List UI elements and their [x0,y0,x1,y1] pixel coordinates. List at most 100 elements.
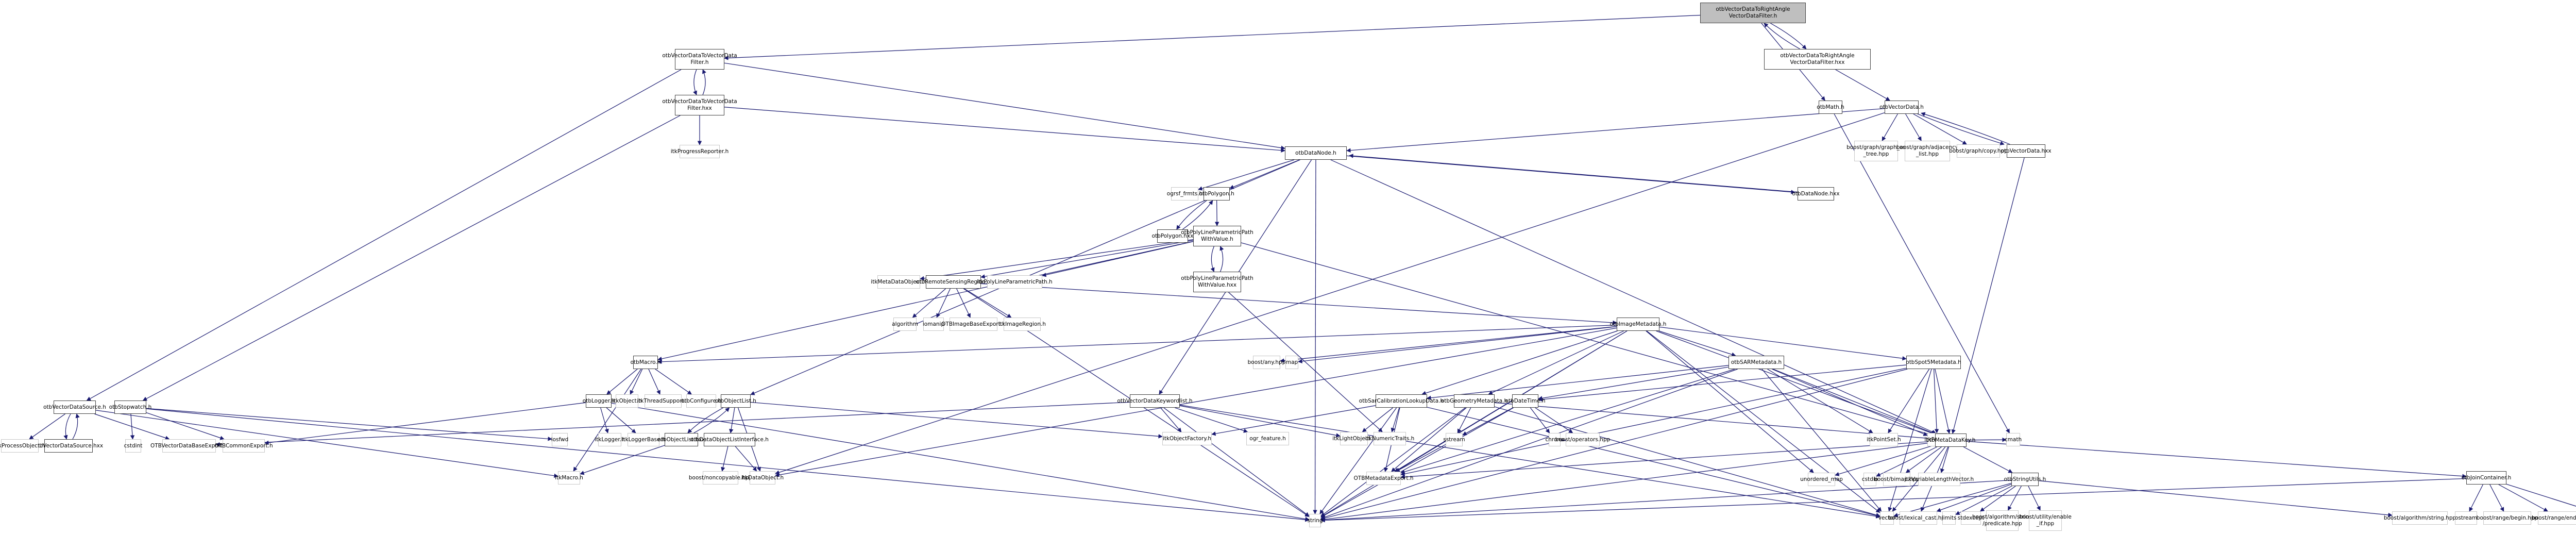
edge-sarmeta-to-string [1320,369,1738,520]
node-boost-bimap-hpp: boost/bimap.hpp [1874,473,1920,486]
edge-joincont-to-rend [2498,484,2548,512]
edge-plpp-to-metaobj [920,239,1194,281]
edge-vdshxx-to-vds [72,413,80,440]
edge-dnhxx-to-dn [1349,154,1801,193]
edge-imgmeta-to-metakey [1656,330,1936,436]
node-otbstringutils-h[interactable]: otbStringUtils.h [2004,473,2046,486]
node-otbvectordatasource-hxx[interactable]: otbVectorDataSource.hxx [34,439,103,453]
node-boost-range-end-hpp: boost/range/end.hpp [2532,511,2576,525]
node-otbspot5metadata-h[interactable]: otbSpot5Metadata.h [1906,356,1961,369]
node-otbimagemetadata-h[interactable]: otbImageMetadata.h [1610,318,1666,331]
edge-stopwatch-to-string [146,408,1310,522]
edge-stopwatch-to-commonexp [146,412,225,440]
node-otbvectordatatorightangle-vectordatafilter-hxx[interactable]: otbVectorDataToRightAngle VectorDataFilt… [1764,49,1871,70]
edge-strutils-to-algostring [2038,480,2393,518]
node-otbvectordatabaseexport-h: OTBVectorDataBaseExport.h [150,439,228,453]
node-otbremotesensingregion-h[interactable]: otbRemoteSensingRegion.h [916,275,991,289]
node-otbpolygon-h[interactable]: otbPolygon.h [1199,187,1234,201]
node-otbmacro-h[interactable]: otbMacro.h [631,356,660,369]
edge-sarcal-to-objfactory [1211,405,1376,436]
edge-imgmeta-to-sarmeta [1658,330,1736,357]
edge-plpp-to-macro [657,241,1194,361]
node-otbmath-h[interactable]: otbMath.h [1817,101,1844,114]
node-otbdatanode-hxx[interactable]: otbDataNode.hxx [1792,187,1840,201]
edge-plpphxx-to-numtraits [1228,292,1383,432]
edge-imgmeta-to-macro [657,324,1617,364]
edge-sarmeta-to-metaexp [1400,369,1735,474]
edge-sarmeta-to-datetime [1538,366,1729,400]
edge-macro-to-configure [655,369,692,395]
node-ogr-feature-h: ogr_feature.h [1246,432,1289,445]
edge-vdkw-to-objfactory [1160,407,1182,432]
node-otbobjectlist-h[interactable]: otbObjectList.h [715,394,756,408]
edge-vdvdf-to-vds [86,69,682,401]
node-otbpolylineparametricpath-withvalue-hxx[interactable]: otbPolyLineParametricPath WithValue.hxx [1181,272,1253,292]
edge-spot5-to-metakey [1935,369,1951,434]
node-otbvectordata-hxx[interactable]: otbVectorData.hxx [2001,144,2052,158]
edge-sarcal-to-vector [1427,407,1880,518]
edge-logger-to-itklogger [600,407,609,433]
node-otbimagebaseexport-h: OTBImageBaseExport.h [941,318,1006,331]
edge-objlisthxx-to-itkmacro [580,445,665,475]
node-otbmetadatakey-h[interactable]: otbMetaDataKey.h [1926,433,1975,447]
edge-geommeta-to-string [1320,407,1466,516]
node-otbdataobjectlistinterface-h[interactable]: otbDataObjectListInterface.h [690,433,769,446]
node-otbdatanode-h[interactable]: otbDataNode.h [1285,146,1347,160]
edge-dn-to-poly [1229,159,1300,189]
edge-plpp-to-plpphxx [1210,246,1215,272]
node-otbvectordatatovectordata-filter-hxx[interactable]: otbVectorDataToVectorData Filter.hxx [662,95,737,115]
edge-vds-to-vdshxx [63,413,71,440]
node-itkprogressreporter-h: itkProgressReporter.h [671,145,728,158]
edge-objlist-to-objlisthxx [687,407,724,433]
edge-vd-to-vdhxx [1916,113,2005,145]
node-otbconfigure-h: otbConfigure.h [681,394,721,408]
node-otbpolygon-hxx[interactable]: otbPolygon.hxx [1152,229,1193,243]
edge-sarmeta-to-vector [1761,369,1882,512]
node-otbobjectlist-hxx[interactable]: otbObjectList.hxx [657,433,705,446]
edge-spot5-to-datetime [1538,364,1907,402]
node-otbsarcalibrationlookupdata-h[interactable]: otbSarCalibrationLookupData.h [1359,394,1444,408]
node-boost-noncopyable-hpp: boost/noncopyable.hpp [689,471,752,485]
node-boost-graph-adjacency-list-hpp: boost/graph/adjacency _list.hpp [1896,141,1958,161]
edge-metakey-to-varlen [1940,446,1950,473]
edge-plpp-to-metakey [1241,242,1936,437]
node-otbcommonexport-h: OTBCommonExport.h [214,439,273,453]
edge-sarmeta-to-sarcal [1427,365,1729,400]
edge-geommeta-to-vector [1494,406,1880,518]
node-itkpolylineparametricpath-h: itkPolyLineParametricPath.h [977,275,1053,289]
node-boost-utility-enable-if-hpp: boost/utility/enable _if.hpp [2019,510,2072,531]
node-otbpolylineparametricpath-withvalue-h[interactable]: otbPolyLineParametricPath WithValue.h [1181,226,1253,246]
node-itkobjectfactory-h: itkObjectFactory.h [1162,432,1212,445]
edge-vdvdfhxx-to-stopwatch [142,115,681,401]
node-otbvectordatatorightangle-vectordatafilter-h[interactable]: otbVectorDataToRightAngle VectorDataFilt… [1700,3,1806,23]
node-boost-algorithm-string-hpp: boost/algorithm/string.hpp [2384,511,2456,525]
node-otbvectordatakeywordlist-h[interactable]: otbVectorDataKeywordlist.h [1117,394,1193,408]
node-otbvectordatatovectordata-filter-h[interactable]: otbVectorDataToVectorData Filter.h [662,49,737,70]
edge-vds-to-procobj [29,413,65,440]
edge-datetime-to-operators [1535,407,1573,433]
edge-vdkw-to-vector [1179,405,1880,519]
edge-vdkw-to-vdbexp [215,402,1130,447]
node-otbvectordatasource-h[interactable]: otbVectorDataSource.h [43,400,106,414]
edge-stopwatch-to-iosfwd [146,408,552,441]
edge-joincont-to-rempty [2506,483,2576,507]
node-otbgeometrymetadata-h[interactable]: otbGeometryMetadata.h [1441,394,1507,408]
edge-spot5-to-metaexp [1400,368,1907,476]
node-otbsarmetadata-h[interactable]: otbSARMetadata.h [1728,356,1784,369]
node-itkvariablelengthvector-h: itkVariableLengthVector.h [1905,473,1974,486]
edge-spot5-to-vector [1888,369,1932,512]
node-otblogger-h[interactable]: otbLogger.h [583,394,615,408]
node-otbjoincontainer-h[interactable]: otbJoinContainer.h [2462,471,2511,485]
edge-rahxx-to-vd [1835,69,1890,101]
node-otbvectordata-h[interactable]: otbVectorData.h [1879,101,1924,114]
edge-logger-to-loggerbase [606,407,636,433]
edge-dn-to-ogrsf [1198,159,1295,191]
edge-strutils-to-lexcast [1936,484,2012,512]
node-boost-graph-copy-hpp: boost/graph/copy.hpp [1949,144,2008,158]
node-otbstopwatch-h[interactable]: otbStopwatch.h [109,400,151,414]
node-sstream: sstream [1443,433,1465,446]
edge-vdkw-to-string [1163,407,1310,516]
node-otbdatetime-h[interactable]: otbDateTime.h [1505,394,1546,408]
edge-dolist-to-noncopy [721,446,728,472]
